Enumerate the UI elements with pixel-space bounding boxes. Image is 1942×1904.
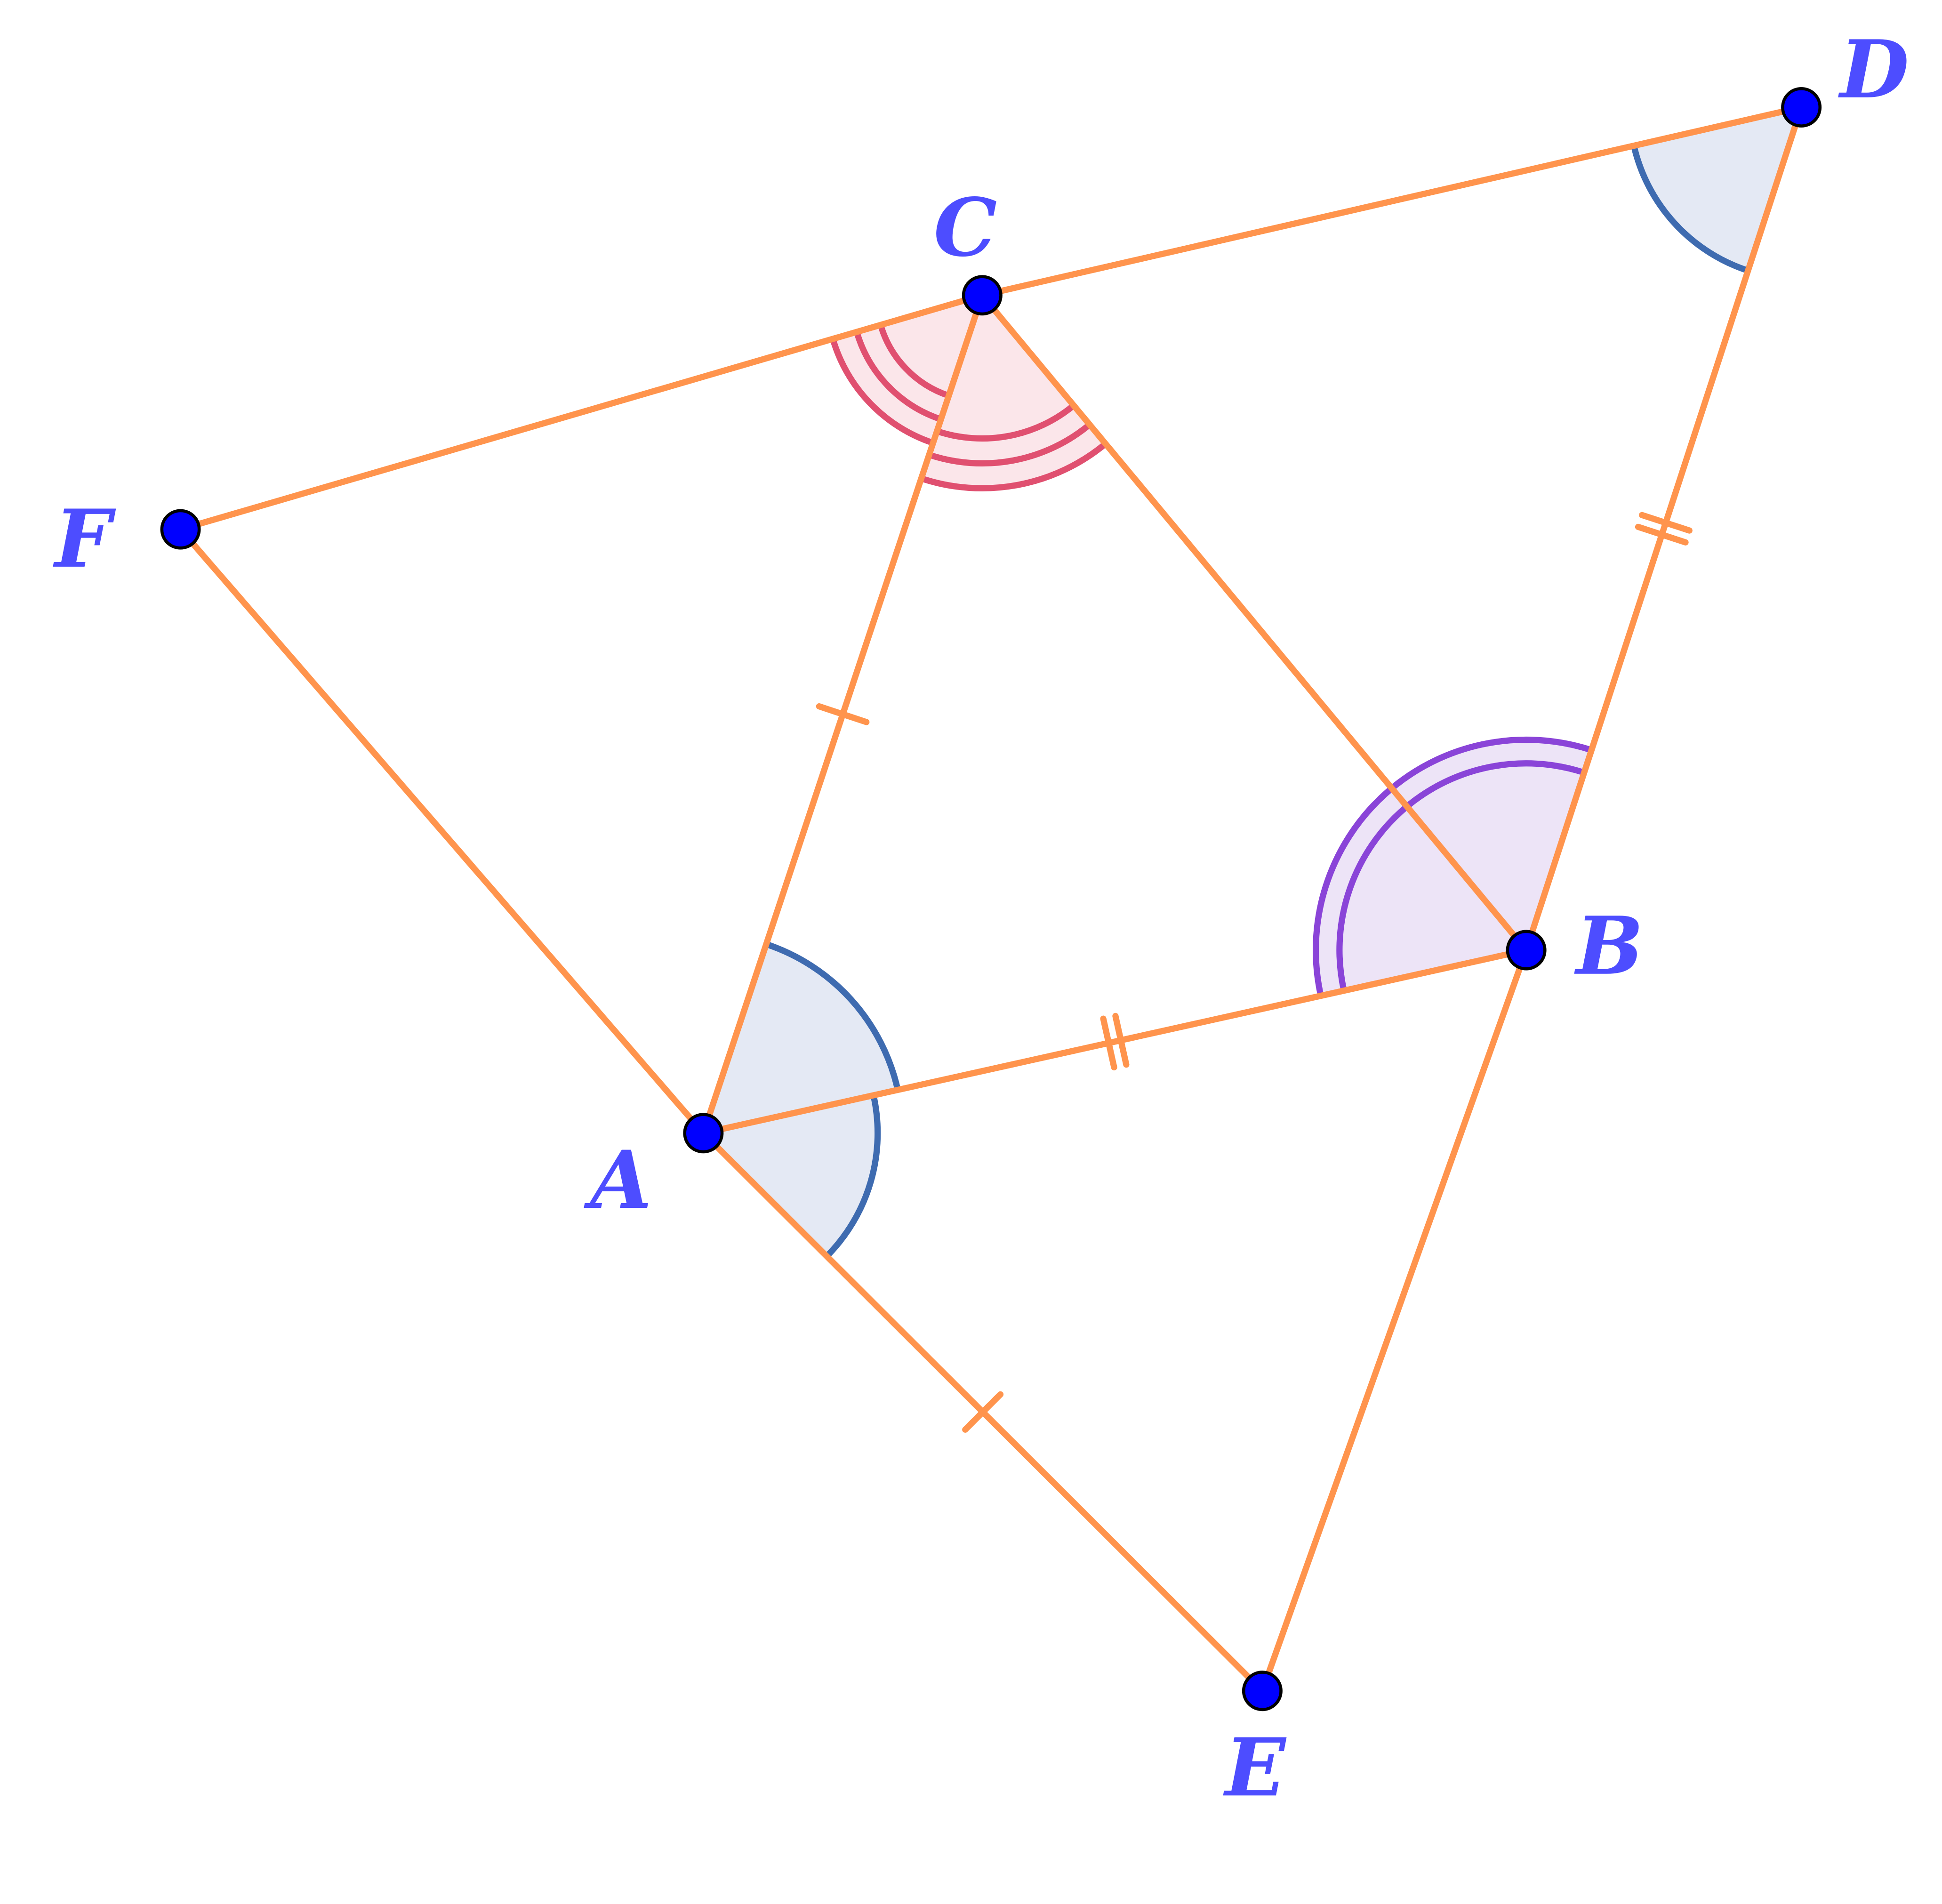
segment-DB (1523, 104, 1805, 954)
segment-CB (979, 292, 1530, 954)
points (160, 87, 1822, 1711)
tick-DB (1635, 523, 1689, 546)
angle-DBA-arc (1336, 760, 1585, 992)
angle-markers (703, 107, 1802, 1259)
point-A (683, 1113, 724, 1154)
angle-CDB-arc (1630, 145, 1749, 274)
point-D (1781, 87, 1822, 128)
angle-ACB-arc (928, 422, 1092, 466)
segment-FC (177, 292, 986, 533)
angle-BAE-fill (703, 1095, 878, 1256)
point-C (962, 275, 1003, 316)
equal-length-ticks (816, 512, 1693, 1433)
segment-AB (700, 947, 1530, 1136)
angle-CAB-arc (765, 941, 901, 1091)
point-F (160, 509, 201, 550)
point-B (1506, 930, 1547, 971)
angle-ACB-arc (920, 441, 1108, 491)
label-F: F (53, 492, 116, 586)
angle-ACB-arc (936, 403, 1076, 442)
segment-CD (979, 104, 1805, 298)
angle-FCA-arc (830, 338, 934, 446)
angle-DBA-arc (1313, 736, 1593, 996)
tick-AC (816, 703, 870, 725)
tick-AB (1100, 1015, 1117, 1071)
tick-AB (1112, 1012, 1130, 1068)
label-D: D (1838, 23, 1909, 116)
angle-FCA-arc (877, 324, 950, 399)
segment-BE (1259, 947, 1530, 1694)
point-E (1242, 1671, 1283, 1711)
label-E: E (1223, 1720, 1287, 1814)
label-C: C (934, 181, 997, 274)
label-A: A (584, 1133, 652, 1227)
tick-AE (962, 1391, 1004, 1433)
angle-BAE-arc (824, 1094, 881, 1259)
angle-FCA-arc (853, 331, 942, 423)
point-labels: A B C D E F (53, 23, 1909, 1815)
label-B: B (1574, 899, 1643, 993)
segment-FA (177, 526, 706, 1136)
tick-DB (1639, 512, 1693, 534)
